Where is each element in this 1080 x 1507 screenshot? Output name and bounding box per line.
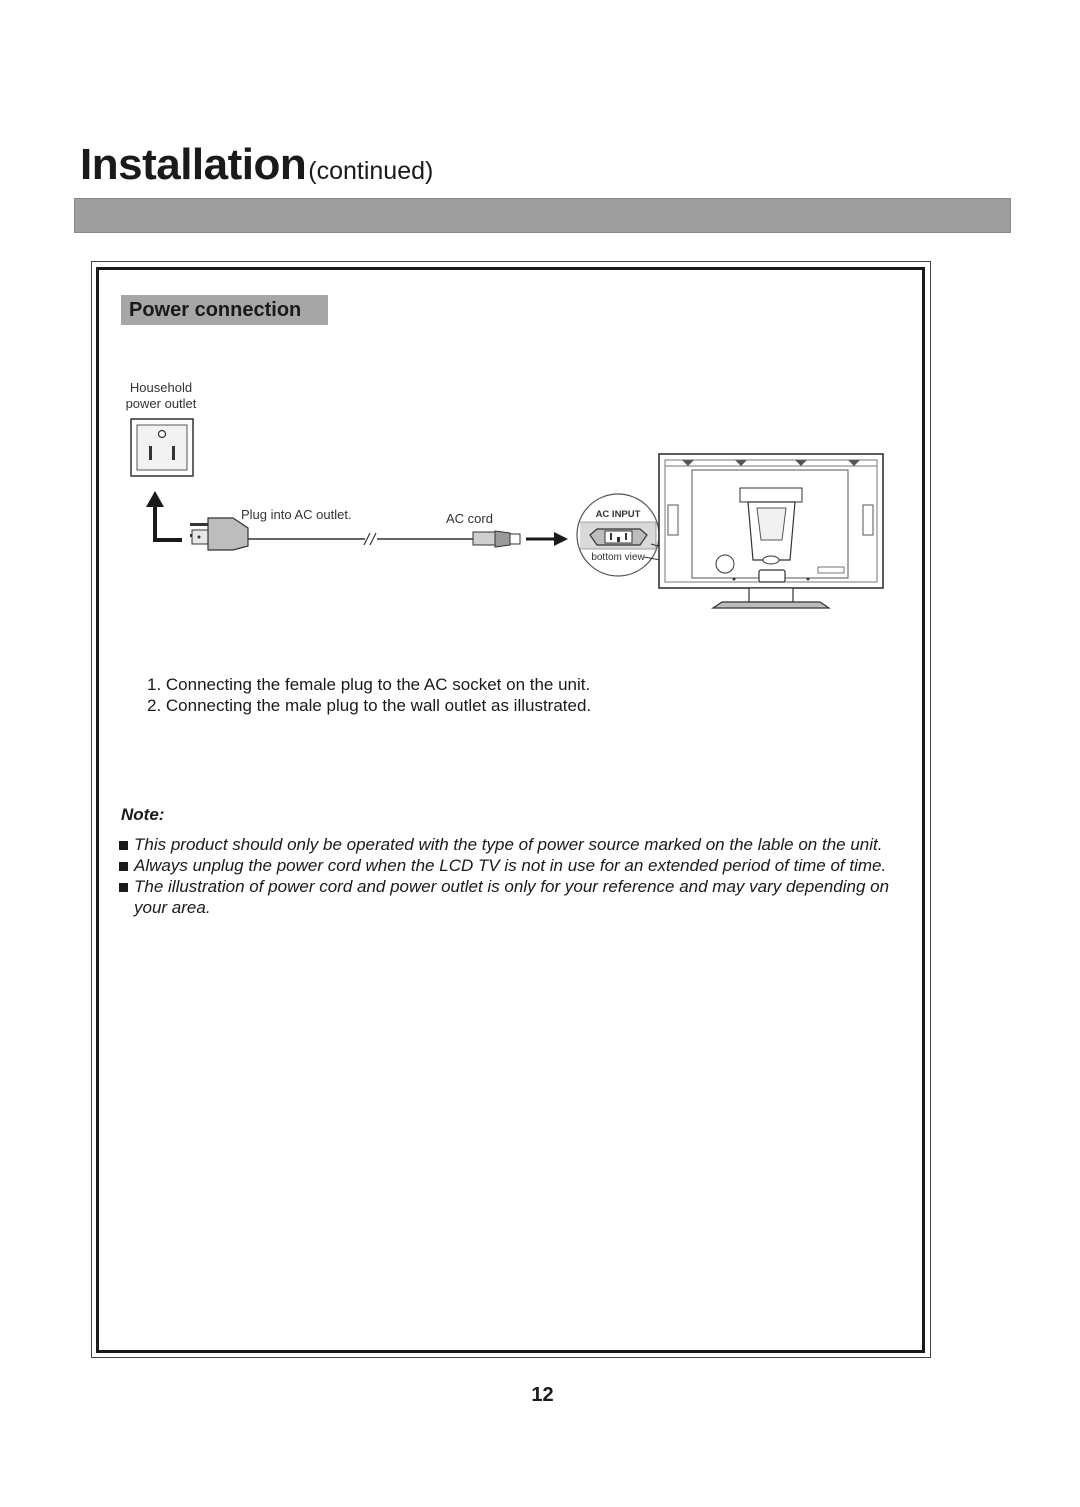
power-connection-diagram: Household power outlet Plug into AC outl… bbox=[126, 380, 884, 609]
arrow-up-icon bbox=[146, 491, 182, 542]
title-main: Installation bbox=[80, 140, 307, 189]
title-subtitle: (continued) bbox=[308, 157, 434, 185]
header-divider-bar bbox=[74, 198, 1011, 233]
ac-cord bbox=[248, 532, 473, 546]
step-2: 2. Connecting the male plug to the wall … bbox=[147, 696, 592, 715]
note-item: The illustration of power cord and power… bbox=[119, 876, 909, 918]
arrow-right-icon bbox=[526, 532, 568, 546]
page-number: 12 bbox=[531, 1384, 554, 1406]
bottom-view-label: bottom view bbox=[591, 552, 645, 563]
outlet-label-line1: Household bbox=[130, 380, 192, 395]
outlet-label-line2: power outlet bbox=[126, 396, 197, 411]
wall-outlet-icon bbox=[130, 418, 194, 477]
tv-back-icon bbox=[658, 453, 884, 609]
square-bullet-icon bbox=[119, 883, 128, 892]
note-item: Always unplug the power cord when the LC… bbox=[119, 855, 909, 876]
section-title: Power connection bbox=[121, 295, 328, 325]
note-item-text: Always unplug the power cord when the LC… bbox=[134, 856, 887, 875]
note-item-text: The illustration of power cord and power… bbox=[134, 877, 890, 917]
content-frame-outer bbox=[91, 261, 931, 1358]
instruction-steps: 1. Connecting the female plug to the AC … bbox=[147, 674, 591, 716]
female-plug-icon bbox=[472, 530, 521, 548]
male-plug-icon bbox=[190, 517, 249, 551]
note-item-text: This product should only be operated wit… bbox=[134, 835, 883, 854]
square-bullet-icon bbox=[119, 862, 128, 871]
cord-label: AC cord bbox=[446, 511, 493, 526]
page-title: Installation(continued) bbox=[80, 140, 433, 190]
note-label: Note: bbox=[121, 805, 165, 824]
square-bullet-icon bbox=[119, 841, 128, 850]
content-frame-inner bbox=[96, 267, 925, 1353]
note-item: This product should only be operated wit… bbox=[119, 834, 909, 855]
plug-label: Plug into AC outlet. bbox=[241, 507, 352, 522]
ac-input-label: AC INPUT bbox=[596, 509, 641, 520]
step-1: 1. Connecting the female plug to the AC … bbox=[147, 675, 591, 694]
note-list: This product should only be operated wit… bbox=[119, 834, 909, 918]
